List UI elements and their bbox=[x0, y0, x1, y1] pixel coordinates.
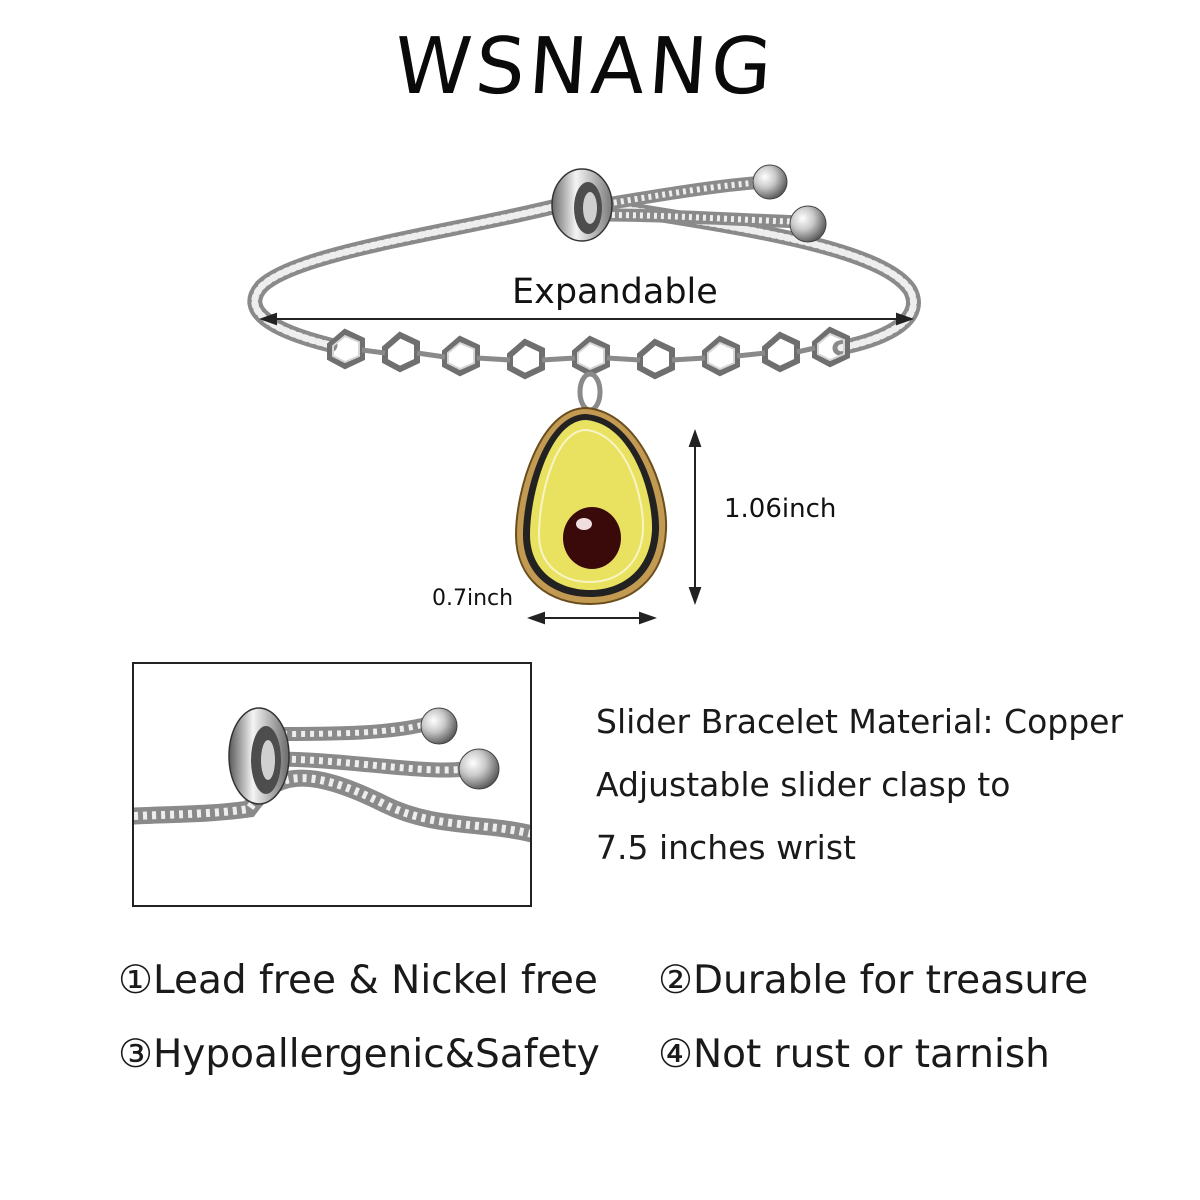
spec-adjustable: Adjustable slider clasp to bbox=[596, 765, 1011, 804]
feature-hypoallergenic: ③Hypoallergenic&Safety bbox=[118, 1032, 600, 1077]
chain-tail-upper bbox=[593, 175, 772, 212]
feature-durable: ②Durable for treasure bbox=[658, 958, 1089, 1003]
pendant-height-label: 1.06inch bbox=[724, 494, 837, 524]
height-arrow bbox=[688, 429, 702, 605]
expandable-label: Expandable bbox=[512, 272, 718, 312]
feature-not-rust: ④Not rust or tarnish bbox=[658, 1032, 1050, 1077]
expandable-arrow bbox=[259, 312, 914, 326]
avocado-pit bbox=[563, 507, 621, 569]
spec-material: Slider Bracelet Material: Copper bbox=[596, 702, 1124, 741]
feature-lead-free: ①Lead free & Nickel free bbox=[118, 958, 598, 1003]
jump-ring bbox=[577, 371, 603, 413]
end-ball-lower bbox=[789, 205, 827, 243]
bracelet-illustration bbox=[247, 164, 921, 625]
pendant-width-label: 0.7inch bbox=[432, 586, 514, 611]
end-ball-upper bbox=[752, 164, 788, 200]
avocado-pendant bbox=[514, 406, 668, 606]
clasp-closeup-image bbox=[134, 707, 530, 843]
width-arrow bbox=[527, 611, 657, 625]
spec-wrist-size: 7.5 inches wrist bbox=[596, 828, 856, 867]
clasp-closeup-frame bbox=[132, 662, 532, 907]
hexagon-link-row bbox=[327, 326, 850, 380]
